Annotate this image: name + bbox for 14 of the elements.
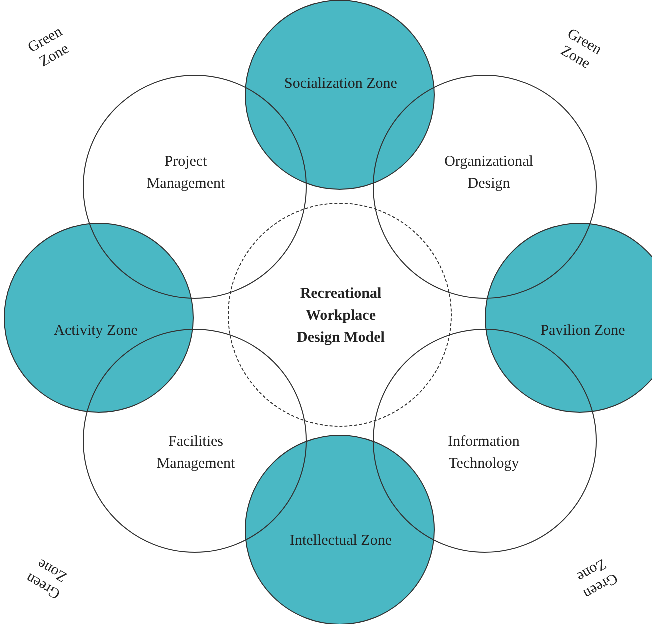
circle-label: Information Technology bbox=[447, 433, 521, 474]
model-title: Recreational Workplace Design Model bbox=[296, 285, 386, 348]
corner-label: Green Zone bbox=[24, 23, 73, 72]
corner-label: Green Zone bbox=[22, 554, 71, 604]
circle-label: Organizational Design bbox=[444, 153, 534, 194]
corner-label: Green Zone bbox=[557, 25, 606, 74]
circle-label: Project Management bbox=[146, 153, 226, 194]
model-circle bbox=[228, 203, 452, 427]
circle-label: Socialization Zone bbox=[284, 75, 398, 94]
corner-label: Green Zone bbox=[573, 554, 622, 604]
circle-label: Facilities Management bbox=[156, 433, 236, 474]
circle-label: Intellectual Zone bbox=[288, 532, 394, 551]
circle-label: Pavilion Zone bbox=[540, 322, 626, 341]
circle-label: Activity Zone bbox=[53, 322, 139, 341]
